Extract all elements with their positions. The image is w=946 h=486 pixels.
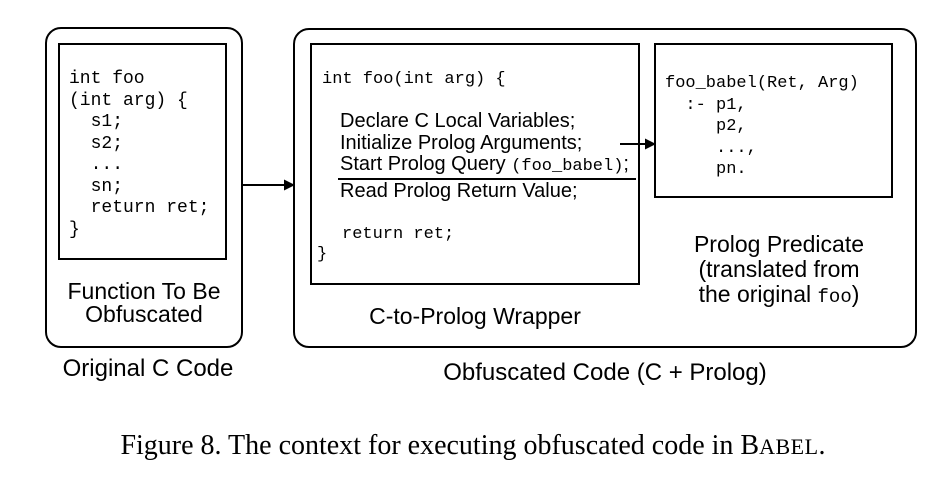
wrapper-statement-start-query: Start Prolog Query (foo_babel); [340,153,629,178]
wrapper-statement-read-value: Read Prolog Return Value; [340,180,578,202]
prolog-predicate-label-line1: Prolog Predicate [693,231,865,257]
arrow-original-to-obfuscated [243,179,295,191]
wrapper-statement-declare: Declare C Local Variables; [340,110,576,132]
start-query-separator-line [338,178,636,180]
wrapper-code-open: int foo(int arg) { [322,70,506,89]
start-query-text: Start Prolog Query [340,153,512,175]
start-query-foo-babel: (foo_babel) [511,157,624,176]
original-c-code-label: Original C Code [62,355,234,382]
prolog-predicate-code: foo_babel(Ret, Arg) :- p1, p2, ..., pn. [665,74,859,179]
start-query-semicolon: ; [623,153,629,175]
original-function-code-box [58,43,227,260]
figure-caption: Figure 8. The context for executing obfu… [0,430,946,462]
prolog-predicate-label-line3: the original foo) [698,281,860,309]
c-to-prolog-wrapper-box [310,43,640,285]
prolog-predicate-box [654,43,893,198]
wrapper-code-close: } [317,245,328,264]
prolog-predicate-label-line2: (translated from [698,256,860,282]
wrapper-statement-initialize: Initialize Prolog Arguments; [340,132,583,154]
original-function-code: int foo (int arg) { s1; s2; ... sn; retu… [69,69,210,240]
caption-babel-smallcaps: ABEL [759,434,819,459]
prolog-predicate-foo: foo [817,286,852,308]
function-to-be-obfuscated-line1: Function To Be [67,278,221,304]
obfuscated-code-label: Obfuscated Code (C + Prolog) [443,359,767,386]
wrapper-code-return: return ret; [342,225,455,244]
caption-period: . [818,430,826,461]
caption-babel-initial: B [740,430,760,461]
caption-text: Figure 8. The context for executing obfu… [120,430,741,461]
function-to-be-obfuscated-line2: Obfuscated [85,301,203,327]
c-to-prolog-wrapper-label: C-to-Prolog Wrapper [369,303,581,329]
